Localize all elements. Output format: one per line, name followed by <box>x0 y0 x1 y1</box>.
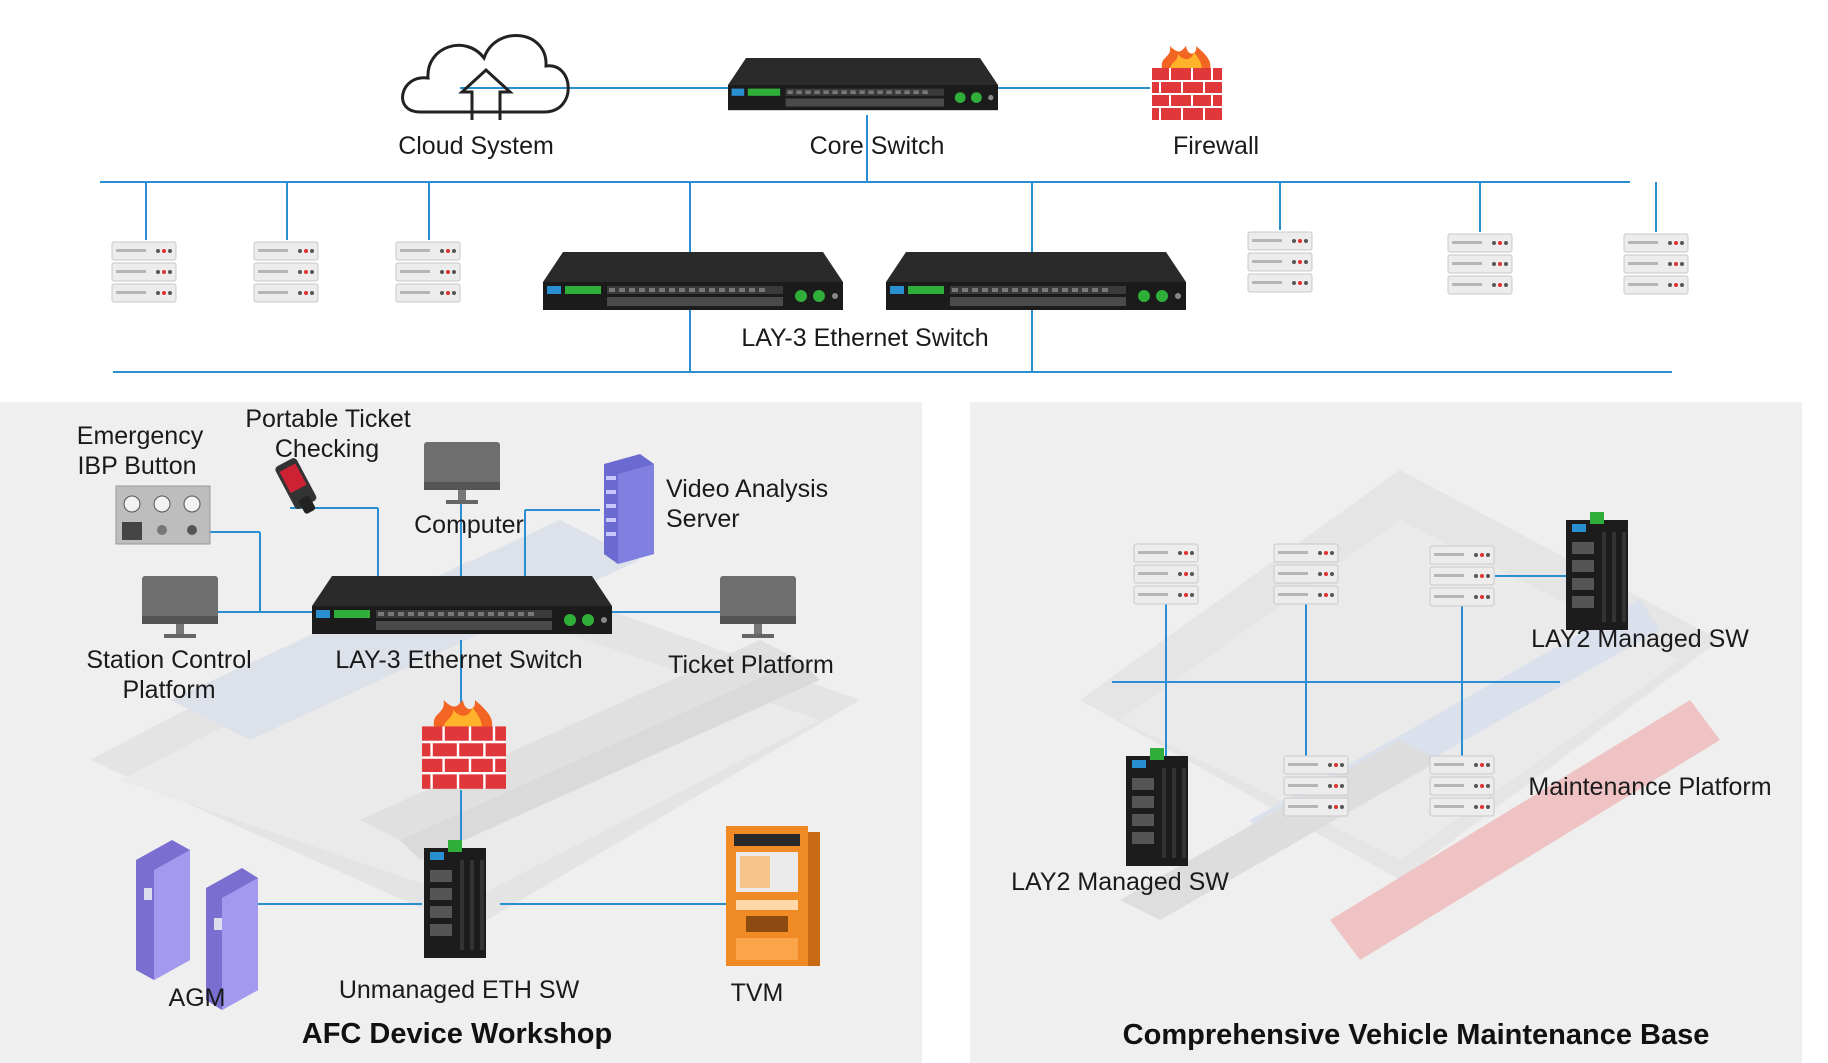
core-switch-label: Core Switch <box>810 132 945 160</box>
backbone-wires <box>100 87 1672 373</box>
computer-label: Computer <box>414 511 524 539</box>
maintenance-platform-label: Maintenance Platform <box>1528 773 1771 801</box>
lay2-switch-bottom-label: LAY2 Managed SW <box>1011 868 1229 896</box>
agm-label: AGM <box>169 984 226 1012</box>
cloud-icon <box>401 34 570 120</box>
firewall-label: Firewall <box>1173 132 1259 160</box>
server-icon <box>1133 543 1199 605</box>
station-control-label-line1: Station Control <box>86 646 251 674</box>
server-icon <box>1273 543 1339 605</box>
depot-illustration <box>1080 470 1720 960</box>
ibp-button-panel-icon <box>115 485 211 545</box>
afc-lay3-switch-icon <box>312 576 612 634</box>
lay2-switch-icon <box>1126 748 1188 866</box>
server-icon <box>1429 545 1495 607</box>
video-server-label-line2: Server <box>666 505 740 533</box>
core-switch-icon <box>728 58 998 111</box>
video-server-label-line1: Video Analysis <box>666 475 828 503</box>
lay3-switch-icon <box>886 252 1186 310</box>
ticket-platform-label: Ticket Platform <box>668 651 834 679</box>
afc-title: AFC Device Workshop <box>302 1018 612 1050</box>
server-icon <box>1429 755 1495 817</box>
agm-gate-icon <box>136 840 258 1010</box>
cloud-system-label: Cloud System <box>398 132 554 160</box>
server-icon <box>395 241 461 303</box>
portable-ticket-device-icon <box>275 458 317 514</box>
tvm-icon <box>726 826 820 966</box>
lay2-switch-icon <box>1566 512 1628 630</box>
afc-lay3-switch-label: LAY-3 Ethernet Switch <box>335 646 582 674</box>
video-server-icon <box>604 454 654 564</box>
server-icon <box>1283 755 1349 817</box>
lay3-switch-icon <box>543 252 843 310</box>
server-icon <box>1447 233 1513 295</box>
server-icon <box>1623 233 1689 295</box>
tvm-label: TVM <box>731 979 784 1007</box>
unmanaged-switch-icon <box>424 840 486 958</box>
emergency-label-line2: IBP Button <box>77 452 196 480</box>
unmanaged-switch-label: Unmanaged ETH SW <box>339 976 580 1004</box>
lay2-switch-top-label: LAY2 Managed SW <box>1531 625 1749 653</box>
maintenance-wires <box>1112 575 1566 760</box>
portable-ticket-label-line2: Checking <box>275 435 379 463</box>
station-control-label-line2: Platform <box>122 676 215 704</box>
firewall-icon <box>1151 45 1223 121</box>
server-icon <box>1247 231 1313 293</box>
maintenance-base-title: Comprehensive Vehicle Maintenance Base <box>1123 1019 1710 1051</box>
portable-ticket-label-line1: Portable Ticket <box>245 405 410 433</box>
emergency-label-line1: Emergency <box>77 422 204 450</box>
server-icon <box>253 241 319 303</box>
lay3-switch-label: LAY-3 Ethernet Switch <box>741 324 988 352</box>
server-icon <box>111 241 177 303</box>
